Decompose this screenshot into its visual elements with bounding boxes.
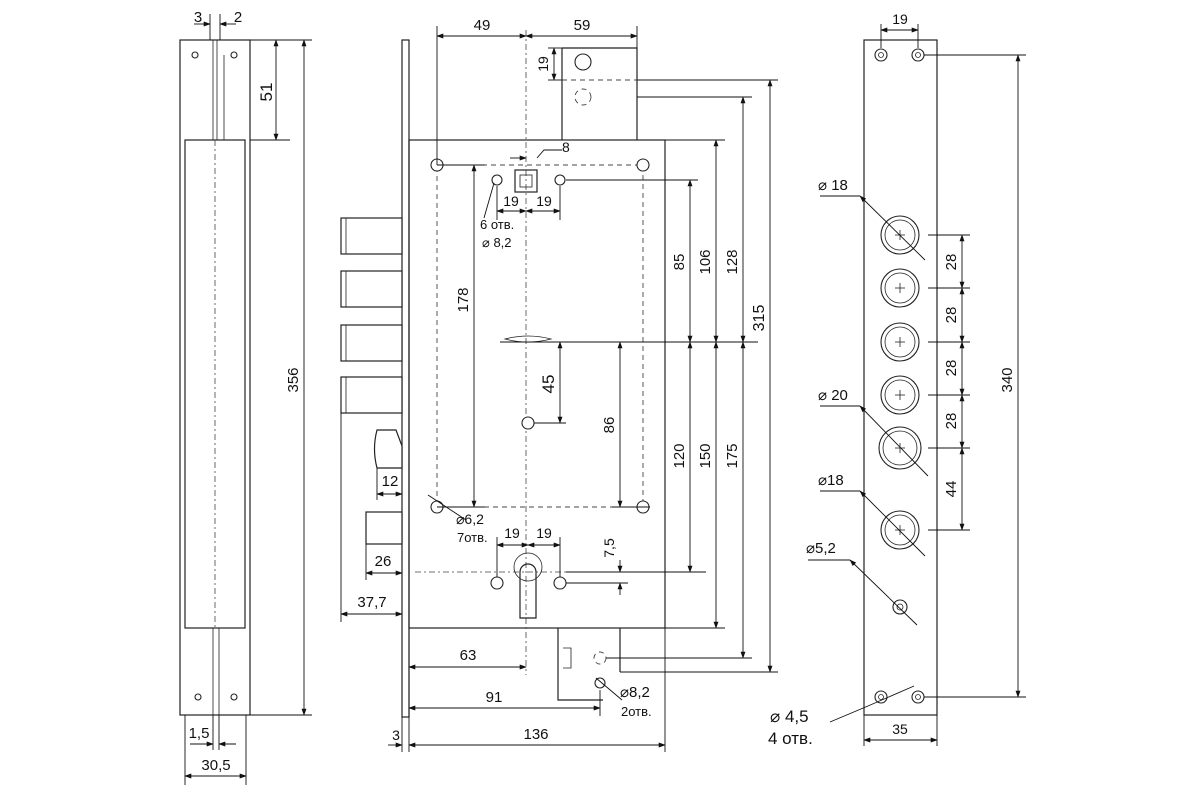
dia-4-5: ⌀ 4,5 [770, 707, 809, 726]
bolt-receiver [880, 510, 920, 550]
mounting-hole [491, 174, 503, 186]
pitch-28: 28 [943, 254, 960, 271]
pitch-28: 28 [943, 307, 960, 324]
holes-2: 2отв. [621, 704, 652, 719]
dia-18-bottom: ⌀18 [818, 472, 844, 489]
dim-120: 120 [671, 443, 688, 468]
dim-59: 59 [574, 17, 591, 34]
faceplate-outline [179, 39, 251, 716]
dim-175: 175 [724, 443, 741, 468]
pitch-28: 28 [943, 413, 960, 430]
dia-8-2: ⌀ 8,2 [482, 235, 512, 250]
dim-49: 49 [474, 17, 491, 34]
side-screw-hole [191, 51, 199, 59]
dim-19-top: 19 [535, 56, 551, 72]
bolt [340, 270, 403, 308]
dim-26: 26 [375, 553, 392, 570]
front-view: 49 59 19 8 19 19 6 отв. ⌀ 8,2 178 45 [340, 17, 778, 752]
dim-315: 315 [751, 305, 768, 332]
strike-plate-outline [863, 39, 938, 716]
latch [373, 429, 403, 469]
dim-45: 45 [539, 375, 558, 394]
holes-6: 6 отв. [480, 217, 514, 232]
dia-6-2: ⌀6,2 [456, 511, 484, 527]
side-screw-hole [230, 51, 238, 59]
small-hole [892, 599, 908, 615]
bolt [340, 376, 403, 414]
dia-18-top: ⌀ 18 [818, 177, 848, 194]
dia-8-2-bottom: ⌀8,2 [620, 684, 650, 701]
dim-12: 12 [382, 473, 399, 490]
pitch-44: 44 [943, 481, 960, 498]
dim-136: 136 [523, 726, 548, 743]
holes-4: 4 отв. [768, 729, 813, 748]
dead-latch [365, 511, 403, 545]
mounting-hole [554, 174, 566, 186]
dia-5-2: ⌀5,2 [806, 540, 836, 557]
dim-19-right: 19 [536, 193, 552, 209]
holes-7: 7отв. [457, 530, 488, 545]
strike-plate: 19 ⌀ 18 ⌀ 20 ⌀18 ⌀5,2 28 28 28 28 44 [768, 11, 1026, 748]
dim-1-5: 1,5 [189, 725, 210, 742]
dim-178: 178 [455, 287, 472, 312]
dim-3-front: 3 [392, 727, 400, 743]
dim-7-5: 7,5 [601, 538, 617, 558]
dim-91: 91 [486, 689, 503, 706]
side-screw-hole [230, 693, 238, 701]
lock-case [408, 139, 666, 629]
dia-20: ⌀ 20 [818, 387, 848, 404]
dim-106: 106 [697, 249, 714, 274]
side-view: 3 2 51 356 1,5 30,5 [179, 9, 312, 785]
dim-19-cyl-left: 19 [504, 525, 520, 541]
strike-screw-hole [911, 690, 925, 704]
mounting-hole [636, 158, 650, 172]
bolt [340, 217, 403, 255]
mounting-hole [490, 576, 504, 590]
dim-19-cyl-right: 19 [536, 525, 552, 541]
dim-30-5: 30,5 [201, 757, 230, 774]
strike-screw-hole [874, 48, 888, 62]
cylinder-cutout [519, 563, 537, 619]
front-faceplate [401, 39, 410, 718]
strike-screw-hole [874, 690, 888, 704]
dim-19-strike: 19 [892, 11, 908, 27]
bolt-receiver [880, 268, 920, 308]
bolt [340, 324, 403, 362]
dim-150: 150 [697, 443, 714, 468]
dim-340: 340 [999, 367, 1016, 392]
dim-8: 8 [562, 139, 570, 155]
bolt-receiver [880, 322, 920, 362]
dim-37-7: 37,7 [357, 594, 386, 611]
dim-63: 63 [460, 647, 477, 664]
dim-128: 128 [724, 249, 741, 274]
center-slot [503, 335, 553, 343]
dim-19-left: 19 [503, 193, 519, 209]
dim-356: 356 [285, 367, 302, 392]
spindle-square [514, 169, 538, 193]
dim-51: 51 [257, 83, 276, 102]
dim-3-side: 3 [194, 9, 202, 26]
dim-35: 35 [892, 721, 908, 737]
pitch-28: 28 [943, 360, 960, 377]
strike-screw-hole [911, 48, 925, 62]
mounting-hole [521, 416, 535, 430]
dim-2-side: 2 [234, 9, 242, 26]
mounting-hole [553, 576, 567, 590]
dim-86: 86 [601, 417, 618, 434]
dim-85: 85 [671, 254, 688, 271]
bolt-receiver [880, 375, 920, 415]
side-screw-hole [194, 693, 202, 701]
